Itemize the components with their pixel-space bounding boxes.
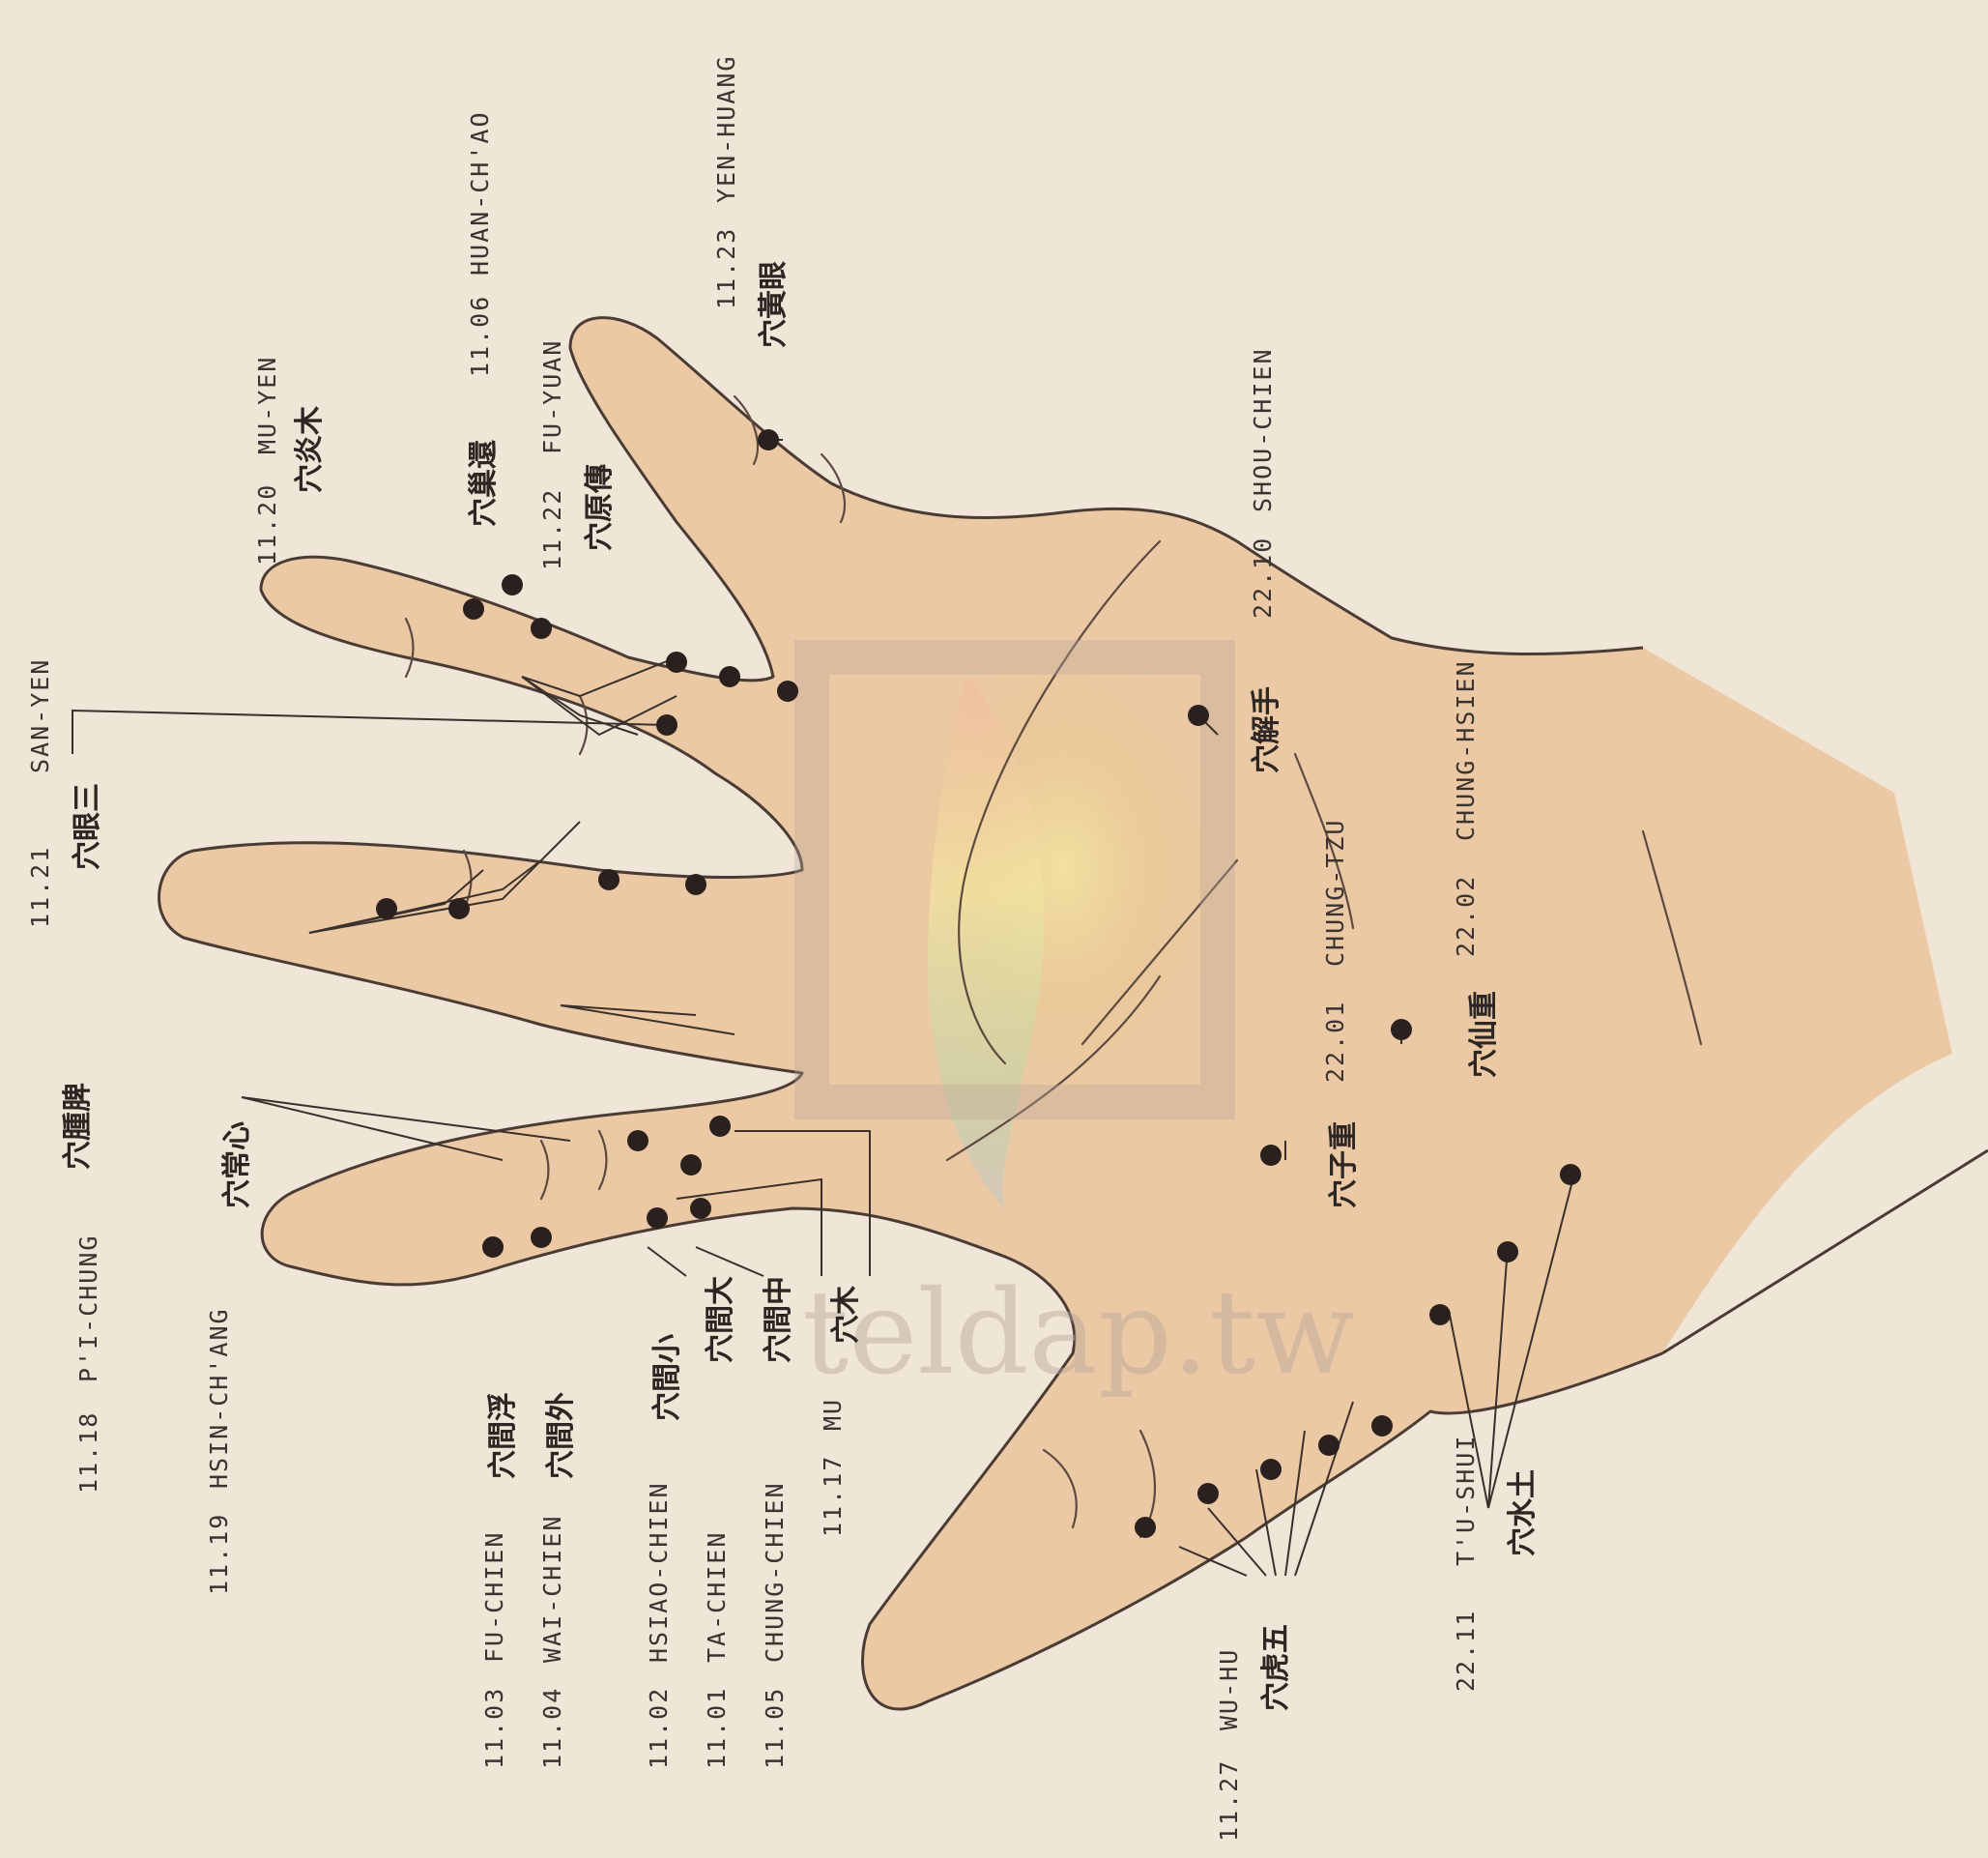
label-wu-hu-chinese: 穴虎五 <box>1259 1624 1293 1711</box>
label-mu-yen-roman: MU-YEN <box>253 356 281 454</box>
label-shou-chien-code: 22.10 <box>1249 537 1277 619</box>
label-wu-hu-roman: WU-HU <box>1215 1648 1243 1730</box>
point-huan-chao[interactable] <box>502 574 523 595</box>
point-hsin-chang-1[interactable] <box>598 869 619 890</box>
point-tu-shui-3[interactable] <box>1560 1164 1581 1185</box>
label-shou-chien-roman: SHOU-CHIEN <box>1249 347 1277 512</box>
label-fu-chien-chinese: 穴間浮 <box>486 1392 520 1479</box>
label-hsin-chang-chinese: 穴常心 <box>220 1121 254 1208</box>
label-wai-chien-code: 11.04 <box>538 1687 566 1769</box>
label-tu-shui-roman: T'U-SHUI <box>1452 1435 1480 1566</box>
point-wai-chien[interactable] <box>531 1227 552 1248</box>
point-mu-yen-2[interactable] <box>531 618 552 639</box>
label-chung-chien-roman: CHUNG-CHIEN <box>761 1481 789 1663</box>
point-chung-hsien[interactable] <box>1391 1019 1412 1040</box>
label-pi-chung-code: 11.18 <box>74 1411 102 1494</box>
label-shou-chien-chinese: 穴解手 <box>1250 686 1283 773</box>
point-hsiao-chien[interactable] <box>647 1207 668 1229</box>
label-mu-chinese: 穴木 <box>829 1286 863 1344</box>
label-ta-chien-chinese: 穴間大 <box>704 1276 737 1363</box>
point-fu-chien[interactable] <box>482 1236 504 1258</box>
label-huan-chao-roman: HUAN-CH'AO <box>466 110 494 276</box>
label-mu-roman: MU <box>819 1398 847 1431</box>
label-san-yen-roman: SAN-YEN <box>26 658 54 773</box>
label-pi-chung-roman: P'I-CHUNG <box>74 1234 102 1382</box>
point-fu-yuan-3[interactable] <box>777 681 798 702</box>
point-wu-hu-5[interactable] <box>1371 1415 1393 1437</box>
point-tu-shui-1[interactable] <box>1429 1304 1451 1325</box>
point-chung-chien[interactable] <box>680 1154 702 1176</box>
label-pi-chung-chinese: 穴腫脾 <box>61 1083 95 1170</box>
label-hsiao-chien-roman: HSIAO-CHIEN <box>645 1481 673 1663</box>
point-san-yen[interactable] <box>656 714 677 736</box>
label-chung-hsien-chinese: 穴仙重 <box>1467 991 1501 1078</box>
label-yen-huang-roman: YEN-HUANG <box>712 55 740 203</box>
point-wu-hu-1[interactable] <box>1135 1517 1156 1538</box>
label-mu-yen-code: 11.20 <box>253 483 281 566</box>
label-mu-yen-chinese: 穴炎木 <box>293 406 327 493</box>
label-hsiao-chien-code: 11.02 <box>645 1687 673 1769</box>
label-san-yen-code: 11.21 <box>26 846 54 928</box>
label-fu-chien-roman: FU-CHIEN <box>480 1531 508 1663</box>
label-chung-chien-code: 11.05 <box>761 1687 789 1769</box>
point-tu-shui-2[interactable] <box>1497 1241 1518 1263</box>
label-yen-huang-code: 11.23 <box>712 227 740 309</box>
point-hsin-chang-2[interactable] <box>685 874 706 895</box>
point-fu-yuan-1[interactable] <box>666 652 687 673</box>
label-san-yen-chinese: 穴眼三 <box>71 783 104 870</box>
point-yen-huang[interactable] <box>758 429 779 450</box>
label-huan-chao-code: 11.06 <box>466 295 494 377</box>
watermark: teldap.tw <box>802 1266 1355 1401</box>
point-wu-hu-2[interactable] <box>1197 1483 1219 1504</box>
label-mu-code: 11.17 <box>819 1455 847 1537</box>
label-fu-yuan-chinese: 穴原傳 <box>583 464 617 551</box>
point-wu-hu-4[interactable] <box>1318 1435 1340 1456</box>
label-wai-chien-roman: WAI-CHIEN <box>538 1515 566 1663</box>
label-yen-huang-chinese: 穴黃眼 <box>757 261 791 348</box>
label-tu-shui-code: 22.11 <box>1452 1610 1480 1692</box>
label-chung-tzu-chinese: 穴子重 <box>1327 1121 1361 1208</box>
label-chung-tzu-roman: CHUNG-TZU <box>1321 819 1349 967</box>
point-fu-yuan-2[interactable] <box>719 666 740 687</box>
point-shou-chien[interactable] <box>1188 705 1209 726</box>
label-hsin-chang-code: 11.19 <box>205 1513 233 1595</box>
label-ta-chien-roman: TA-CHIEN <box>703 1531 731 1663</box>
point-ta-chien[interactable] <box>690 1198 711 1219</box>
label-huan-chao-chinese: 穴巢還 <box>467 439 501 527</box>
point-mu-yen-1[interactable] <box>463 598 484 620</box>
label-hsin-chang-roman: HSIN-CH'ANG <box>205 1307 233 1489</box>
label-fu-yuan-code: 11.22 <box>538 488 566 570</box>
label-chung-hsien-code: 22.02 <box>1452 875 1480 957</box>
point-wu-hu-3[interactable] <box>1260 1459 1282 1480</box>
label-fu-yuan-roman: FU-YUAN <box>538 339 566 454</box>
label-ta-chien-code: 11.01 <box>703 1687 731 1769</box>
point-pi-chung-2[interactable] <box>448 898 470 919</box>
label-chung-hsien-roman: CHUNG-HSIEN <box>1452 659 1480 841</box>
label-wai-chien-chinese: 穴間外 <box>544 1392 578 1479</box>
point-mu-1[interactable] <box>627 1130 648 1151</box>
point-mu-2[interactable] <box>709 1116 731 1137</box>
label-chung-tzu-code: 22.01 <box>1321 1001 1349 1083</box>
point-pi-chung-1[interactable] <box>376 898 397 919</box>
label-wu-hu-code: 11.27 <box>1215 1759 1243 1842</box>
label-fu-chien-code: 11.03 <box>480 1687 508 1769</box>
label-chung-chien-chinese: 穴間中 <box>762 1276 795 1363</box>
point-chung-tzu[interactable] <box>1260 1145 1282 1166</box>
label-tu-shui-chinese: 穴水土 <box>1506 1469 1540 1556</box>
label-hsiao-chien-chinese: 穴間小 <box>650 1334 684 1421</box>
